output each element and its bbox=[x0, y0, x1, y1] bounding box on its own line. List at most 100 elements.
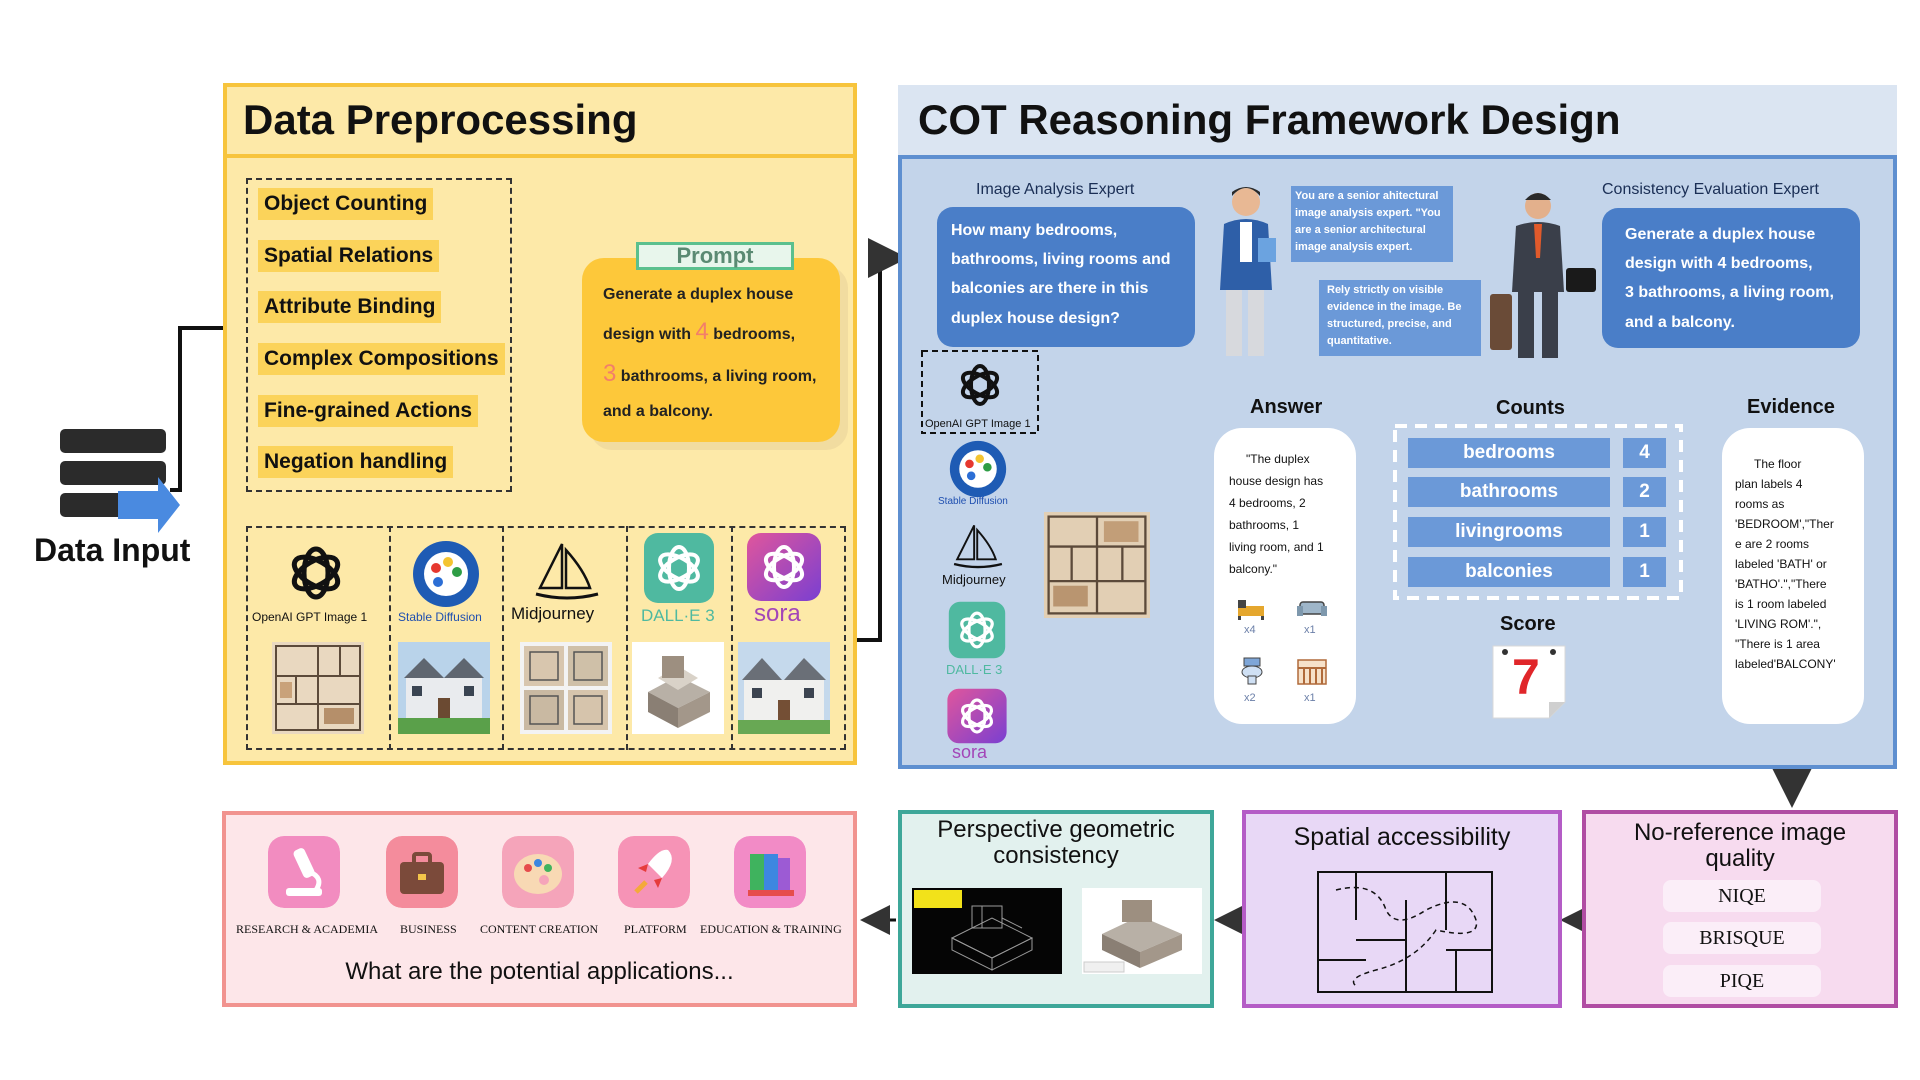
metric-brisque: BRISQUE bbox=[1663, 922, 1821, 954]
perspective-consistency-title: Perspective geometric consistency bbox=[898, 817, 1214, 869]
balcony-icon bbox=[1297, 659, 1327, 685]
prompt-tag: Prompt bbox=[636, 242, 794, 270]
stable-diffusion-logo-icon bbox=[413, 541, 479, 607]
evidence-line: labeled 'BATH' or bbox=[1735, 557, 1827, 571]
applications-question: What are the potential applications... bbox=[345, 958, 734, 985]
data-preprocessing-title: Data Preprocessing bbox=[243, 96, 638, 143]
midjourney-logo-icon bbox=[535, 543, 599, 600]
answer-line: bathrooms, 1 bbox=[1229, 518, 1300, 532]
data-input-label: Data Input bbox=[34, 532, 191, 568]
cot-model-label-openai: OpenAI GPT Image 1 bbox=[925, 418, 1031, 430]
note2-line: quantitative. bbox=[1327, 335, 1392, 347]
note1-line: are a senior architectural bbox=[1295, 224, 1426, 236]
system-prompt-note-1: You are a senior ahitectural image analy… bbox=[1291, 186, 1453, 262]
prompt-line-3: 3 bathrooms, a living room, bbox=[603, 360, 817, 387]
prompt-box bbox=[582, 258, 840, 442]
image-question-line-1: How many bedrooms, bbox=[951, 222, 1118, 239]
evaluator-person-icon bbox=[1490, 193, 1596, 358]
nri-title-line-1: No-reference image bbox=[1633, 819, 1847, 846]
database-icon bbox=[60, 429, 180, 533]
app-label-content-creation: CONTENT CREATION bbox=[480, 922, 599, 936]
palette-icon bbox=[502, 836, 574, 908]
models-row bbox=[246, 526, 846, 750]
cot-title: COT Reasoning Framework Design bbox=[918, 96, 1621, 143]
answer-line: living room, and 1 bbox=[1229, 540, 1324, 554]
prompt-line-4: and a balcony. bbox=[603, 403, 713, 420]
answer-line: house design has bbox=[1229, 474, 1324, 488]
floorplan-thumbnail bbox=[272, 642, 364, 734]
category-fine-grained-actions: Fine-grained Actions bbox=[258, 395, 479, 427]
evidence-line: 'LIVING ROM'.", bbox=[1735, 617, 1822, 631]
system-prompt-note-2: Rely strictly on visible evidence in the… bbox=[1319, 280, 1481, 356]
note1-line: image analysis expert. bbox=[1295, 241, 1413, 253]
openai-logo-icon bbox=[291, 546, 341, 600]
note1-line: You are a senior ahitectural bbox=[1295, 190, 1439, 202]
consistency-prompt-bubble bbox=[1602, 208, 1860, 348]
briefcase-icon bbox=[386, 836, 458, 908]
sofa-icon bbox=[1297, 601, 1327, 616]
consistency-line-1: Generate a duplex house bbox=[1625, 226, 1816, 243]
stable-diffusion-logo-icon bbox=[949, 440, 1007, 498]
perspective-title-line-2: consistency bbox=[993, 842, 1119, 869]
answer-line: balcony." bbox=[1229, 562, 1278, 576]
house-3d-thumbnail bbox=[632, 642, 724, 734]
sofa-count: x1 bbox=[1304, 624, 1316, 636]
model-label-sora: sora bbox=[754, 600, 801, 627]
consistency-evaluation-expert-label: Consistency Evaluation Expert bbox=[1602, 181, 1819, 198]
balcony-count: x1 bbox=[1304, 692, 1316, 704]
selected-model-box bbox=[921, 350, 1039, 434]
image-analysis-expert-label: Image Analysis Expert bbox=[976, 181, 1135, 198]
evidence-line: The floor bbox=[1754, 457, 1802, 471]
perspective-title-line-1: Perspective geometric bbox=[937, 816, 1175, 843]
cot-title-bar bbox=[898, 85, 1897, 159]
consistency-line-3: 3 bathrooms, a living room, bbox=[1625, 284, 1834, 301]
spatial-accessibility-panel bbox=[1242, 810, 1562, 1008]
toilet-count: x2 bbox=[1244, 692, 1256, 704]
count-value-bedrooms: 4 bbox=[1623, 438, 1666, 468]
model-label-stable-diffusion: Stable Diffusion bbox=[398, 610, 482, 624]
cot-model-label-dalle: DALL·E 3 bbox=[946, 662, 1003, 677]
score-header: Score bbox=[1500, 613, 1556, 635]
cot-model-label-midjourney: Midjourney bbox=[942, 572, 1006, 587]
note2-line: structured, precise, and bbox=[1327, 318, 1452, 330]
evidence-line: is 1 room labeled bbox=[1735, 597, 1827, 611]
evidence-line: plan labels 4 bbox=[1735, 477, 1803, 491]
category-complex-compositions: Complex Compositions bbox=[258, 343, 505, 375]
metric-piqe: PIQE bbox=[1663, 965, 1821, 997]
edge-detection-image bbox=[912, 888, 1062, 974]
answer-line: 4 bedrooms, 2 bbox=[1229, 496, 1306, 510]
model-divider bbox=[502, 526, 504, 750]
answer-line: "The duplex bbox=[1246, 452, 1310, 466]
consistency-line-4: and a balcony. bbox=[1625, 314, 1735, 331]
books-icon bbox=[734, 836, 806, 908]
categories-box bbox=[246, 178, 512, 492]
house-photo-thumbnail bbox=[398, 642, 490, 734]
evidence-card bbox=[1722, 428, 1864, 724]
model-divider bbox=[626, 526, 628, 750]
model-label-midjourney: Midjourney bbox=[511, 604, 595, 623]
image-question-line-4: duplex house design? bbox=[951, 310, 1120, 327]
image-analysis-question-bubble bbox=[937, 207, 1195, 347]
evidence-line: rooms as bbox=[1735, 497, 1785, 511]
app-label-research: RESEARCH & ACADEMIA bbox=[236, 922, 379, 936]
evidence-line: labeled'BALCONY' bbox=[1735, 657, 1836, 671]
app-label-education: EDUCATION & TRAINING bbox=[700, 922, 842, 936]
model-label-openai: OpenAI GPT Image 1 bbox=[252, 610, 368, 624]
count-label-bathrooms: bathrooms bbox=[1408, 477, 1610, 507]
image-question-line-2: bathrooms, living rooms and bbox=[951, 251, 1171, 268]
selected-floorplan-image bbox=[1044, 512, 1150, 618]
data-preprocessing-title-bar bbox=[223, 83, 857, 158]
house-render-image bbox=[1082, 888, 1202, 974]
count-value-livingrooms: 1 bbox=[1623, 517, 1666, 547]
category-spatial-relations: Spatial Relations bbox=[258, 240, 440, 272]
sora-logo-icon bbox=[947, 688, 1007, 744]
nri-title-line-2: quality bbox=[1705, 845, 1775, 872]
counts-dashed-frame bbox=[1393, 424, 1683, 600]
evidence-line: 'BEDROOM',"Ther bbox=[1735, 517, 1834, 531]
evidence-header: Evidence bbox=[1747, 396, 1835, 418]
score-value: 7 bbox=[1512, 649, 1540, 705]
no-reference-quality-title: No-reference image quality bbox=[1582, 820, 1898, 872]
count-label-livingrooms: livingrooms bbox=[1408, 517, 1610, 547]
evidence-line: 'BATHO'.","There bbox=[1735, 577, 1827, 591]
